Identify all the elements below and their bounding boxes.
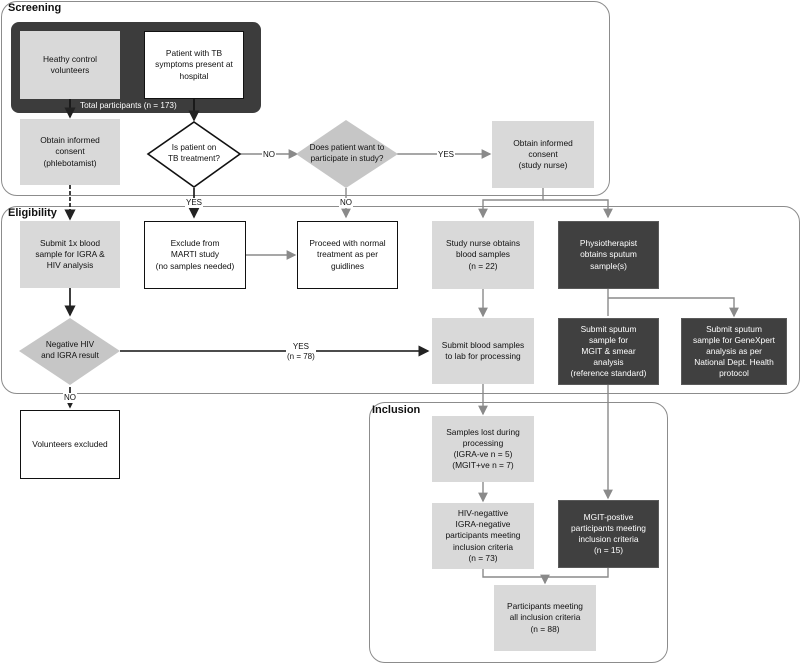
decision-tb-treatment: Is patient on TB treatment? — [168, 143, 220, 163]
decision-participate: Does patient want to participate in stud… — [309, 143, 385, 163]
exclude-marti-box: Exclude from MARTI study (no samples nee… — [144, 221, 246, 289]
proceed-normal-box: Proceed with normal treatment as per gui… — [297, 221, 398, 289]
healthy-control-box: Heathy control volunteers — [20, 31, 120, 99]
volunteers-excluded-box: Volunteers excluded — [20, 410, 120, 479]
screening-title: Screening — [8, 2, 62, 14]
eligibility-title: Eligibility — [8, 207, 57, 219]
edge-physio-to-genexpert — [608, 297, 739, 318]
total-participants-label: Total participants (n = 173) — [80, 101, 177, 110]
edge-consent-to-physio — [543, 199, 613, 219]
submit-blood-igra-box: Submit 1x blood sample for IGRA & HIV an… — [20, 221, 120, 288]
edge-label-yes-2: YES — [185, 198, 204, 209]
edge-label-yes-3: YES (n = 78) — [286, 342, 316, 363]
all-inclusion-box: Participants meeting all inclusion crite… — [494, 585, 596, 651]
inclusion-title: Inclusion — [372, 404, 421, 416]
decision-hiv-igra-shape — [19, 318, 120, 385]
mgit-positive-box: MGIT-postive participants meeting inclus… — [558, 500, 659, 568]
decision-participate-shape — [296, 120, 398, 188]
edge-label-no-2: NO — [339, 198, 353, 209]
patient-tb-box: Patient with TB symptoms present at hosp… — [144, 31, 244, 99]
hiv-neg-igra-neg-box: HIV-negattive IGRA-negative participants… — [432, 503, 534, 569]
consent-nurse-box: Obtain informed consent (study nurse) — [492, 121, 594, 188]
edge-positive-to-all — [545, 568, 609, 578]
submit-blood-lab-box: Submit blood samples to lab for processi… — [432, 318, 534, 384]
edge-label-no-3: NO — [63, 393, 77, 404]
decision-tb-treatment-shape — [146, 121, 242, 188]
consent-phlebotomist-box: Obtain informed consent (phlebotamist) — [20, 119, 120, 185]
decision-hiv-igra: Negative HIV and IGRA result — [41, 340, 99, 360]
physio-sputum-box: Physiotherapist obtains sputum sample(s) — [558, 221, 659, 289]
submit-sputum-mgit-box: Submit sputum sample for MGIT & smear an… — [558, 318, 659, 385]
edge-consent-to-nurse — [478, 188, 544, 219]
edge-label-yes-1: YES — [437, 150, 456, 161]
samples-lost-box: Samples lost during processing (IGRA-ve … — [432, 416, 534, 482]
edge-label-no-1: NO — [262, 150, 276, 161]
submit-sputum-genexpert-box: Submit sputum sample for GeneXpert analy… — [681, 318, 787, 385]
nurse-blood-box: Study nurse obtains blood samples (n = 2… — [432, 221, 534, 289]
screening-section — [1, 1, 610, 196]
edge-hivneg-to-all — [482, 569, 550, 585]
